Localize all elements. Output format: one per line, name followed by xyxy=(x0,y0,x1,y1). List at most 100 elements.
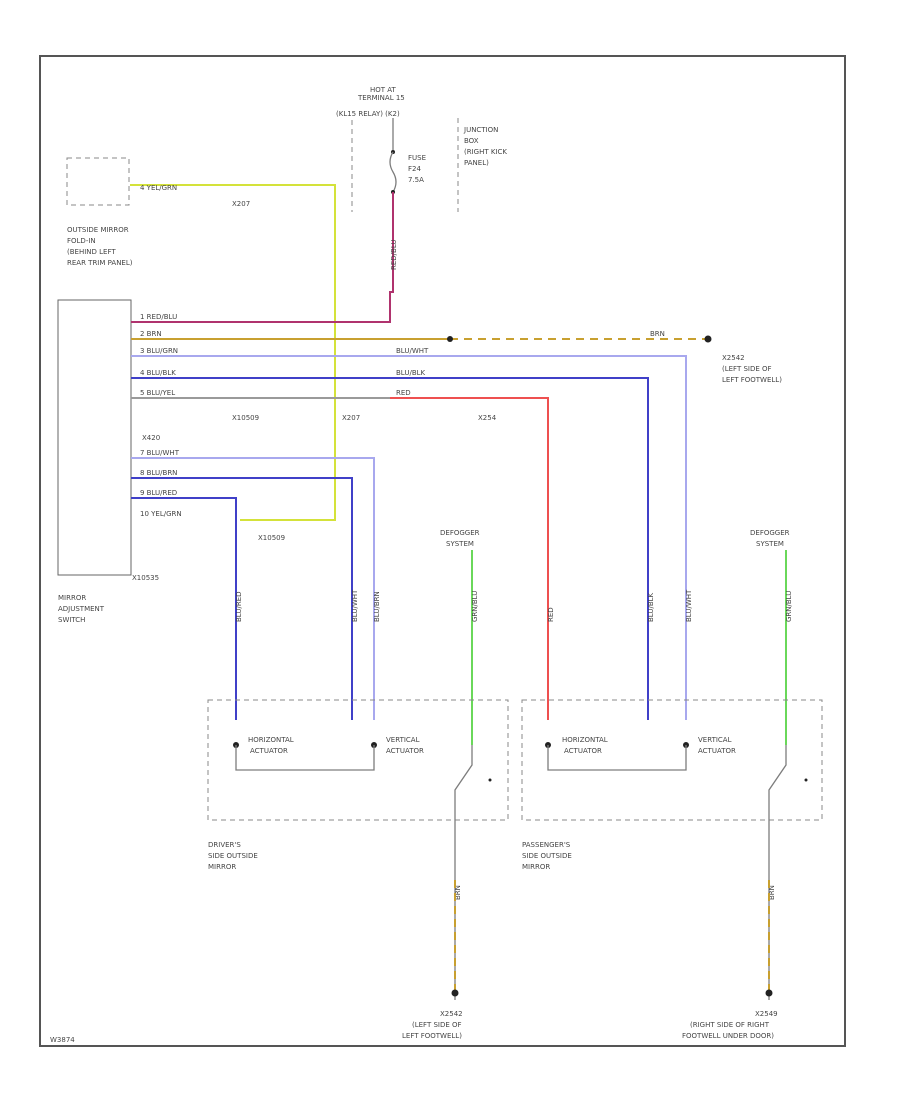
wire-label-brown-right: BRN xyxy=(650,330,665,338)
junction-label-4: PANEL) xyxy=(464,159,489,167)
wire-red-violet xyxy=(131,192,394,323)
x10509-label-b: X10509 xyxy=(258,534,285,542)
fold-label-2: FOLD-IN xyxy=(67,237,96,245)
pass-label-2: SIDE OUTSIDE xyxy=(522,852,572,860)
x10535-label: X10535 xyxy=(132,574,159,582)
pass-horiz-label-1: HORIZONTAL xyxy=(562,736,608,744)
wire-label-brown: 2 BRN xyxy=(140,330,162,338)
ground-right-label-1: X2549 xyxy=(755,1010,778,1018)
wire-label-gray: 5 BLU/YEL xyxy=(140,389,175,397)
pass-vert-label-1: VERTICAL xyxy=(698,736,732,744)
wire-label-mid-2: 8 BLU/BRN xyxy=(140,469,177,477)
driver-switch-dot xyxy=(488,778,492,782)
pass-switch-dot xyxy=(804,778,808,782)
wire-label-right-2: BLU/BLK xyxy=(396,369,426,377)
wire-label-blue: 4 BLU/BLK xyxy=(140,369,176,377)
fold-label-4: REAR TRIM PANEL) xyxy=(67,259,133,267)
vlabel-brn-right: BRN xyxy=(768,885,776,900)
wire-label-fold: 4 YEL/GRN xyxy=(140,184,177,192)
vlabel-blu-1: BLU/RED xyxy=(235,591,243,622)
relay-label: (KL15 RELAY) (K2) xyxy=(336,110,400,118)
vlabel-blu-4: BLU/BLK xyxy=(647,592,655,622)
vlabel-red: RED xyxy=(547,607,555,622)
driver-label-3: MIRROR xyxy=(208,863,236,871)
driver-horiz-label-1: HORIZONTAL xyxy=(248,736,294,744)
driver-label-2: SIDE OUTSIDE xyxy=(208,852,258,860)
defogger-left-label-2: SYSTEM xyxy=(446,540,474,548)
vlabel-blu-2: BLU/WHT xyxy=(351,589,359,622)
terminal-label: TERMINAL 15 xyxy=(357,94,405,102)
vlabel-blu-5: BLU/WHT xyxy=(685,589,693,622)
hot-at-label: HOT AT xyxy=(370,86,397,94)
ground-top-label-2: (LEFT SIDE OF xyxy=(722,365,772,373)
wire-label-right-3: RED xyxy=(396,389,411,397)
driver-horiz-label-2: ACTUATOR xyxy=(250,747,288,755)
pass-label-1: PASSENGER'S xyxy=(522,841,571,849)
x207-label-b: X207 xyxy=(342,414,360,422)
ground-top-label-3: LEFT FOOTWELL) xyxy=(722,376,782,384)
ground-right-label-2: (RIGHT SIDE OF RIGHT xyxy=(690,1021,770,1029)
driver-label-1: DRIVER'S xyxy=(208,841,241,849)
junction-label-3: (RIGHT KICK xyxy=(464,148,507,156)
ground-left xyxy=(451,989,459,997)
vlabel-blu-3: BLU/BRN xyxy=(373,591,381,622)
brown-splice xyxy=(447,336,453,342)
wire-label-mid-4: 10 YEL/GRN xyxy=(140,510,182,518)
wire-red xyxy=(390,397,549,720)
ground-x2542-top xyxy=(704,335,712,343)
wire-label-right-1: BLU/WHT xyxy=(396,347,429,355)
defogger-right-label-1: DEFOGGER xyxy=(750,529,790,537)
wire-label-vred: RED/BLU xyxy=(390,239,398,270)
ground-right xyxy=(765,989,773,997)
vlabel-defogger-left: GRN/BLU xyxy=(471,591,479,622)
diagram-frame xyxy=(39,55,846,1047)
junction-label-2: BOX xyxy=(464,137,479,145)
wire-mid-3 xyxy=(131,497,237,720)
fuse-label-1: FUSE xyxy=(408,154,426,162)
x420-label: X420 xyxy=(142,434,160,442)
defogger-right-label-2: SYSTEM xyxy=(756,540,784,548)
junction-label-1: JUNCTION xyxy=(463,126,498,134)
fold-in-box xyxy=(66,157,130,206)
vlabel-brn-left: BRN xyxy=(454,885,462,900)
pass-vert-label-2: ACTUATOR xyxy=(698,747,736,755)
ground-left-label-3: LEFT FOOTWELL) xyxy=(402,1032,462,1040)
x254-label: X254 xyxy=(478,414,497,422)
fuse-label-3: 7.5A xyxy=(408,176,424,184)
wire-label-light-blue: 3 BLU/GRN xyxy=(140,347,178,355)
driver-common-wire xyxy=(235,745,375,771)
passenger-defogger-switch xyxy=(768,745,787,1000)
vlabel-defogger-right: GRN/BLU xyxy=(785,591,793,622)
fold-label-1: OUTSIDE MIRROR xyxy=(67,226,129,234)
defogger-left-label-1: DEFOGGER xyxy=(440,529,480,537)
switch-label-2: ADJUSTMENT xyxy=(58,605,105,613)
ground-left-label-2: (LEFT SIDE OF xyxy=(412,1021,462,1029)
driver-mirror-box xyxy=(207,699,509,821)
ground-top-label-1: X2542 xyxy=(722,354,745,362)
ground-right-label-3: FOOTWELL UNDER DOOR) xyxy=(682,1032,774,1040)
wire-mid-2 xyxy=(131,477,353,720)
fold-label-3: (BEHIND LEFT xyxy=(67,248,116,256)
wire-blue xyxy=(131,377,649,720)
passenger-common-wire xyxy=(547,745,687,771)
wire-label-mid-3: 9 BLU/RED xyxy=(140,489,177,497)
x207-label-top: X207 xyxy=(232,200,250,208)
driver-vert-label-2: ACTUATOR xyxy=(386,747,424,755)
fuse-label-2: F24 xyxy=(408,165,421,173)
switch-label-1: MIRROR xyxy=(58,594,86,602)
driver-defogger-switch xyxy=(454,745,473,1000)
wire-label-red-violet: 1 RED/BLU xyxy=(140,313,177,321)
diagram-code: W3874 xyxy=(50,1036,75,1044)
wire-light-blue xyxy=(131,355,687,720)
pass-horiz-label-2: ACTUATOR xyxy=(564,747,602,755)
pass-label-3: MIRROR xyxy=(522,863,550,871)
ground-left-label-1: X2542 xyxy=(440,1010,463,1018)
wire-yellow-fold xyxy=(130,184,336,521)
switch-label-3: SWITCH xyxy=(58,616,85,624)
fuse-symbol xyxy=(389,151,397,193)
driver-vert-label-1: VERTICAL xyxy=(386,736,420,744)
mirror-adjustment-switch xyxy=(57,299,132,576)
x10509-label-a: X10509 xyxy=(232,414,259,422)
passenger-mirror-box xyxy=(521,699,823,821)
